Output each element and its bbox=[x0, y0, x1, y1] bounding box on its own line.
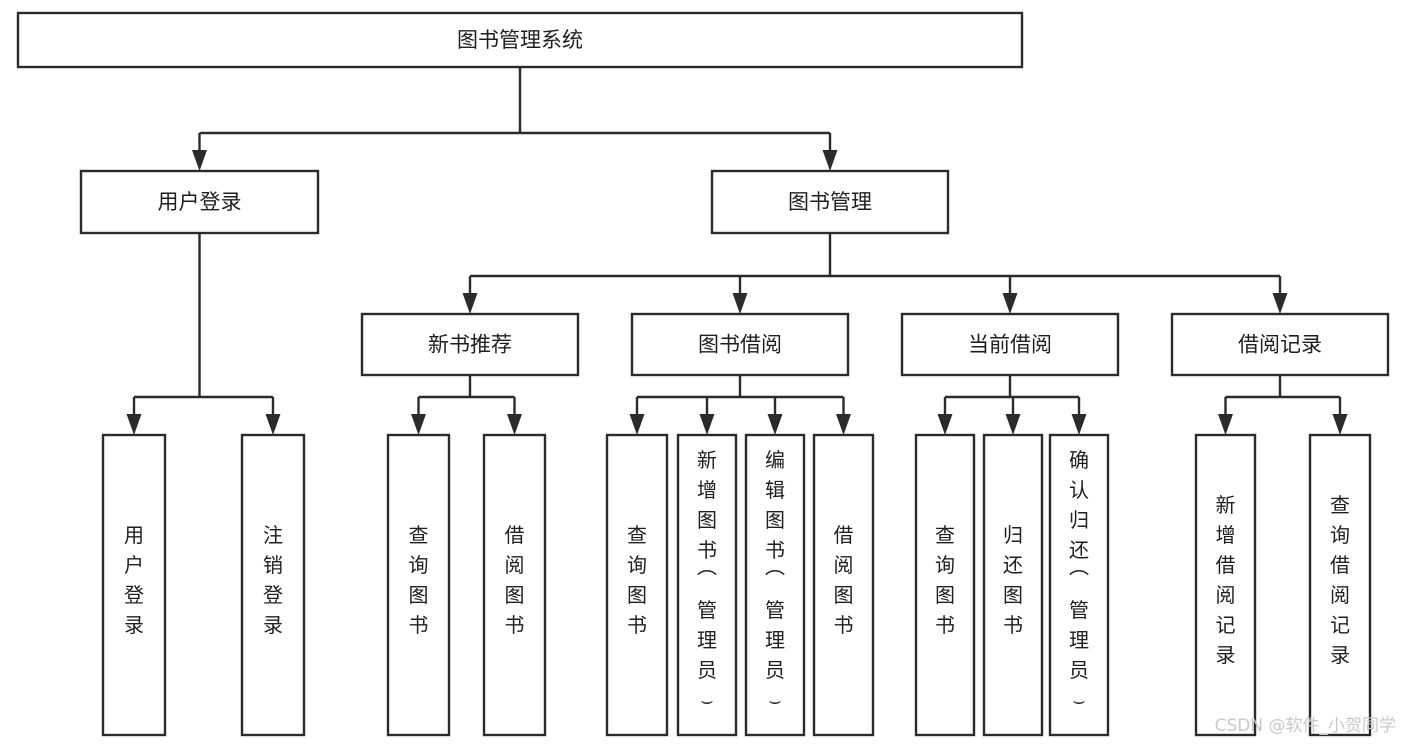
node-current-borrow[interactable]: 当前借阅 bbox=[900, 312, 1120, 377]
node-box bbox=[1048, 433, 1110, 737]
arrow-head bbox=[836, 414, 851, 435]
node-leaf-query-book-3[interactable]: 查询图书 bbox=[914, 433, 976, 737]
node-label: 借阅记录 bbox=[1238, 333, 1322, 357]
node-box bbox=[1308, 433, 1372, 737]
edge-group-user-login bbox=[126, 233, 281, 435]
node-label: 查询借阅记录 bbox=[1330, 493, 1350, 667]
arrow-head bbox=[507, 414, 522, 435]
arrow-head bbox=[265, 414, 281, 435]
node-label: 新书推荐 bbox=[428, 333, 512, 357]
node-label: 新增图书⌒管理员⌣ bbox=[697, 448, 717, 712]
node-leaf-query-book-1[interactable]: 查询图书 bbox=[386, 433, 451, 737]
node-box bbox=[482, 433, 547, 737]
node-box bbox=[605, 433, 669, 737]
node-box bbox=[710, 169, 950, 235]
node-label: 编辑图书⌒管理员⌣ bbox=[765, 448, 785, 712]
edge-group-current-borrow bbox=[937, 375, 1087, 435]
edge-group-book-manage bbox=[462, 233, 1288, 314]
arrow-head bbox=[1002, 293, 1018, 314]
arrow-head bbox=[822, 150, 838, 171]
node-box bbox=[16, 11, 1024, 69]
node-user-login[interactable]: 用户登录 bbox=[79, 169, 320, 235]
node-layer: 图书管理系统用户登录图书管理新书推荐图书借阅当前借阅借阅记录用户登录注销登录查询… bbox=[16, 11, 1390, 737]
arrow-head bbox=[126, 414, 142, 435]
node-leaf-user-login[interactable]: 用户登录 bbox=[101, 433, 167, 737]
node-leaf-borrow-book-2[interactable]: 借阅图书 bbox=[812, 433, 875, 737]
node-label: 用户登录 bbox=[158, 190, 242, 214]
node-box bbox=[360, 312, 580, 377]
node-book-manage[interactable]: 图书管理 bbox=[710, 169, 950, 235]
node-label: 注销登录 bbox=[263, 523, 283, 637]
arrow-head bbox=[937, 414, 953, 435]
node-box bbox=[676, 433, 738, 737]
edge-group-borrow-record bbox=[1218, 375, 1348, 435]
node-leaf-borrow-book-1[interactable]: 借阅图书 bbox=[482, 433, 547, 737]
node-label: 借阅图书 bbox=[505, 523, 525, 637]
arrow-head bbox=[1272, 293, 1288, 314]
node-root[interactable]: 图书管理系统 bbox=[16, 11, 1024, 69]
node-label: 图书管理 bbox=[788, 190, 872, 214]
node-leaf-logout[interactable]: 注销登录 bbox=[240, 433, 306, 737]
node-box bbox=[240, 433, 306, 737]
arrow-head bbox=[732, 293, 748, 314]
node-borrow-record[interactable]: 借阅记录 bbox=[1170, 312, 1390, 377]
node-leaf-query-book-2[interactable]: 查询图书 bbox=[605, 433, 669, 737]
node-box bbox=[900, 312, 1120, 377]
arrow-head bbox=[699, 414, 715, 435]
node-label: 图书借阅 bbox=[698, 333, 782, 357]
node-box bbox=[630, 312, 850, 377]
node-book-borrow[interactable]: 图书借阅 bbox=[630, 312, 850, 377]
csdn-watermark: CSDN @软件_小贺同学 bbox=[1215, 716, 1396, 736]
node-label: 用户登录 bbox=[124, 523, 144, 637]
node-label: 查询图书 bbox=[935, 523, 955, 637]
node-box bbox=[386, 433, 451, 737]
node-box bbox=[1170, 312, 1390, 377]
arrow-head bbox=[767, 414, 783, 435]
node-box bbox=[79, 169, 320, 235]
arrow-head bbox=[1071, 414, 1087, 435]
node-leaf-confirm-return[interactable]: 确认归还⌒管理员⌣ bbox=[1048, 433, 1110, 737]
node-label: 当前借阅 bbox=[968, 333, 1052, 357]
node-box bbox=[1194, 433, 1257, 737]
arrow-head bbox=[1218, 414, 1233, 435]
node-label: 确认归还⌒管理员⌣ bbox=[1069, 448, 1089, 712]
node-new-book-rec[interactable]: 新书推荐 bbox=[360, 312, 580, 377]
edge-group-new-book-rec bbox=[411, 375, 522, 435]
node-label: 查询图书 bbox=[409, 523, 429, 637]
node-label: 新增借阅记录 bbox=[1216, 493, 1236, 667]
node-box bbox=[744, 433, 806, 737]
node-leaf-edit-book[interactable]: 编辑图书⌒管理员⌣ bbox=[744, 433, 806, 737]
connector-layer bbox=[126, 67, 1348, 435]
edge-group-book-borrow bbox=[629, 375, 851, 435]
node-leaf-return-book[interactable]: 归还图书 bbox=[982, 433, 1044, 737]
node-box bbox=[914, 433, 976, 737]
arrow-head bbox=[192, 150, 207, 171]
node-label: 借阅图书 bbox=[834, 523, 854, 637]
node-leaf-query-record[interactable]: 查询借阅记录 bbox=[1308, 433, 1372, 737]
arrow-head bbox=[411, 414, 426, 435]
arrow-head bbox=[462, 293, 478, 314]
node-leaf-add-book[interactable]: 新增图书⌒管理员⌣ bbox=[676, 433, 738, 737]
node-label: 查询图书 bbox=[627, 523, 647, 637]
arrow-head bbox=[629, 414, 645, 435]
node-label: 归还图书 bbox=[1003, 523, 1023, 637]
arrow-head bbox=[1332, 414, 1348, 435]
node-box bbox=[812, 433, 875, 737]
node-leaf-add-record[interactable]: 新增借阅记录 bbox=[1194, 433, 1257, 737]
node-label: 图书管理系统 bbox=[457, 28, 583, 52]
node-box bbox=[982, 433, 1044, 737]
node-box bbox=[101, 433, 167, 737]
arrow-head bbox=[1005, 414, 1021, 435]
edge-group-root bbox=[192, 67, 838, 171]
